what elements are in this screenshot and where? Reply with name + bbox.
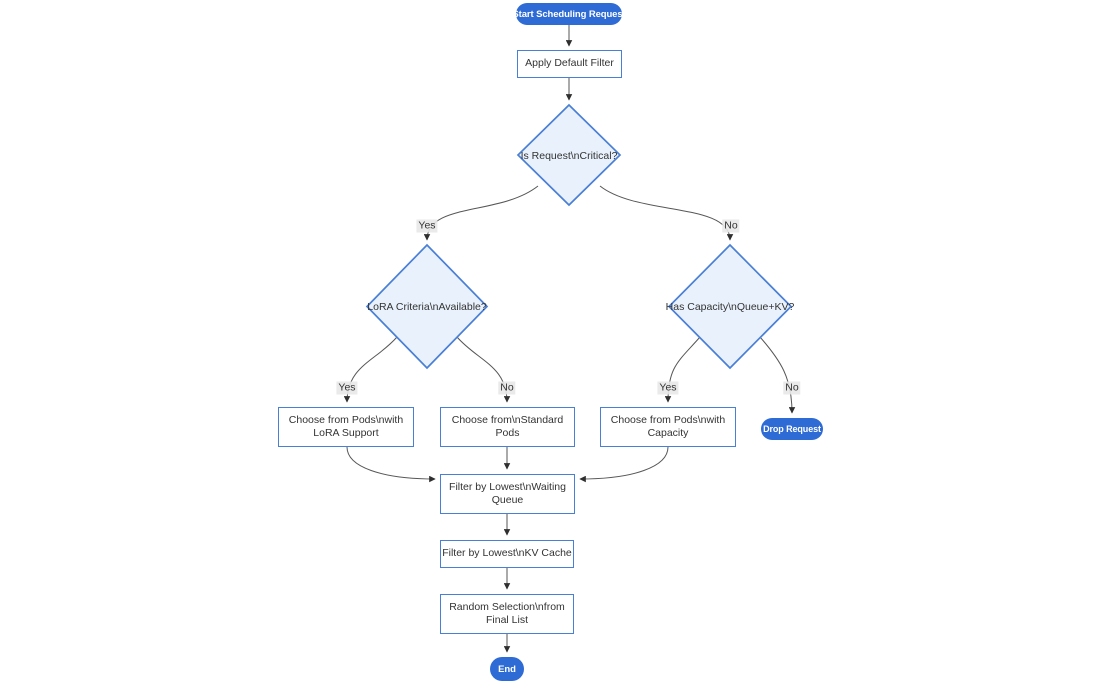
decision-has-capacity-queue-kv: [667, 243, 793, 370]
node-label: Apply Default Filter: [525, 57, 614, 70]
node-label-has-capacity: Has Capacity\nQueue+KV?: [665, 301, 795, 313]
edge-label-lora-no: No: [498, 381, 516, 395]
node-label: End: [498, 663, 516, 675]
node-label-line: Filter by Lowest\nWaiting: [449, 480, 566, 493]
node-label: Filter by Lowest\nKV Cache: [442, 547, 572, 560]
edge-label-critical-yes: Yes: [416, 219, 438, 233]
edge-lorapods-to-filterqueue: [346, 446, 436, 483]
edge-critical-no: [599, 185, 734, 241]
edge-capacity-no: [759, 336, 796, 414]
node-drop-request: Drop Request: [761, 418, 823, 440]
node-label-line: Final List: [485, 614, 528, 626]
node-label: Start Scheduling Request: [512, 8, 626, 20]
decision-is-request-critical: [516, 103, 622, 207]
node-label-line: Choose from Pods\nwith: [610, 413, 726, 426]
edge-capacitypods-to-filterqueue: [579, 446, 669, 483]
node-label-line: Choose from Pods\nwith: [288, 413, 404, 426]
node-label-is-request-critical: Is Request\nCritical?: [520, 150, 618, 162]
edge-label-critical-no: No: [722, 219, 740, 233]
node-label-lora-criteria: LoRA Criteria\nAvailable?: [367, 301, 487, 313]
node-label: Drop Request: [763, 424, 821, 434]
edge-label-lora-yes: Yes: [336, 381, 358, 395]
node-label-line: Queue: [491, 494, 524, 506]
node-end: End: [490, 657, 524, 681]
node-choose-capacity-pods: Choose from Pods\nwith Capacity: [600, 407, 736, 447]
node-choose-lora-pods: Choose from Pods\nwith LoRA Support: [278, 407, 414, 447]
decision-lora-criteria-available: [365, 243, 489, 370]
node-label-line: Random Selection\nfrom: [449, 600, 565, 613]
node-filter-kv-cache: Filter by Lowest\nKV Cache: [440, 540, 574, 568]
node-label-line: LoRA Support: [313, 427, 379, 439]
edge-critical-yes: [423, 185, 539, 241]
node-label-line: Capacity: [647, 427, 689, 439]
node-start-scheduling-request: Start Scheduling Request: [512, 3, 626, 25]
node-apply-default-filter: Apply Default Filter: [517, 50, 622, 78]
node-choose-standard-pods: Choose from\nStandard Pods: [440, 407, 575, 447]
edge-label-capacity-yes: Yes: [657, 381, 679, 395]
edge-label-capacity-no: No: [783, 381, 801, 395]
node-label-line: Pods: [495, 427, 520, 439]
node-label-line: Choose from\nStandard: [451, 413, 564, 426]
node-random-selection: Random Selection\nfrom Final List: [440, 594, 574, 634]
node-filter-waiting-queue: Filter by Lowest\nWaiting Queue: [440, 474, 575, 514]
